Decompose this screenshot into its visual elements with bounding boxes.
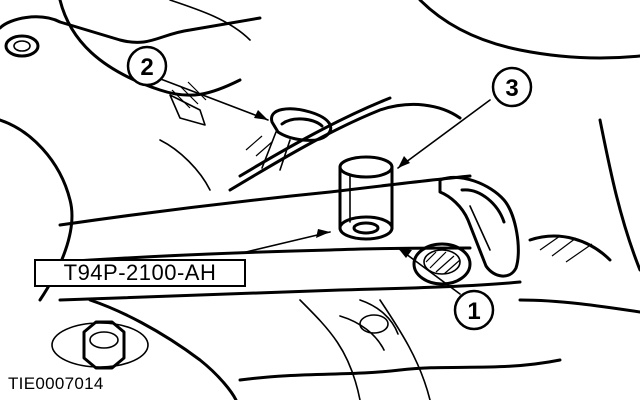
callout-2: 2: [126, 45, 168, 87]
callout-3: 3: [491, 66, 533, 108]
bolt-nut: [51, 320, 149, 370]
retaining-clip: [261, 107, 333, 171]
part-code-label: T94P-2100-AH: [34, 259, 246, 287]
callout-1-number: 1: [467, 298, 480, 325]
leader-arrowheads: [254, 110, 412, 258]
figure-id: TIE0007014: [8, 374, 104, 393]
callout-3-number: 3: [505, 75, 518, 102]
mount-hole: [412, 242, 472, 286]
hatching: [171, 81, 273, 157]
frame-hole: [4, 34, 40, 58]
callout-1: 1: [453, 289, 495, 331]
end-link-bracket: [438, 175, 520, 278]
stabilizer-arm: [58, 94, 522, 302]
callout-2-number: 2: [140, 54, 153, 81]
spacer-bushing: [338, 155, 394, 241]
leader-lines: [157, 77, 491, 295]
side-bracket: [339, 234, 612, 351]
